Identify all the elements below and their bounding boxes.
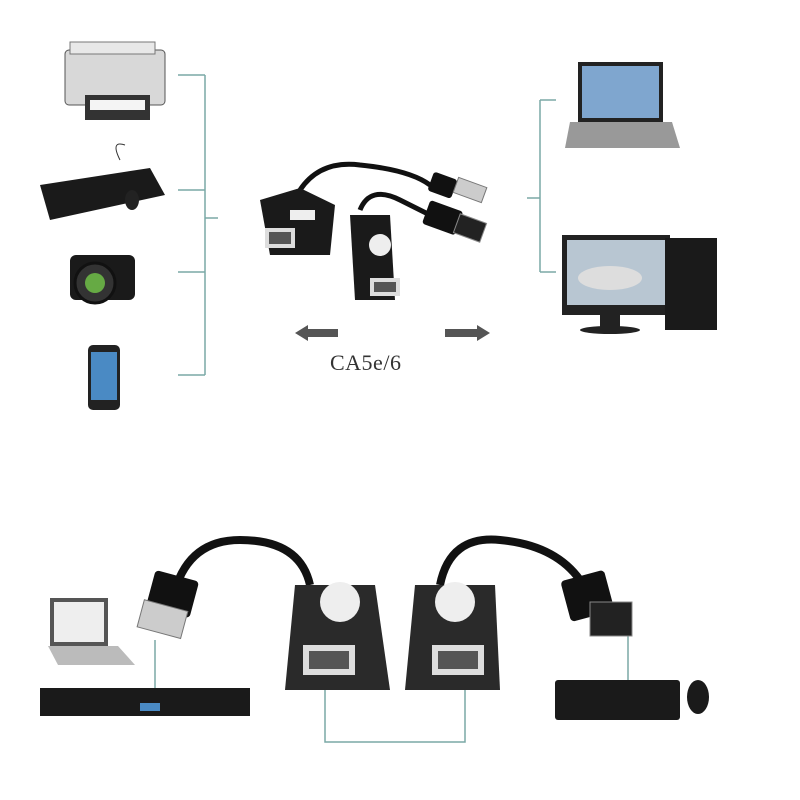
arrow-left-icon <box>295 325 338 341</box>
bottom-mouse-icon <box>687 680 709 714</box>
keyboard-mouse-icon <box>40 143 165 220</box>
left-connector-bracket <box>178 74 218 376</box>
smartphone-icon <box>88 345 120 410</box>
dvr-icon <box>40 688 250 716</box>
usb-extender-top-icon <box>260 161 488 300</box>
cable-type-label: CA5e/6 <box>330 350 402 375</box>
camera-icon <box>70 255 135 305</box>
laptop-icon <box>565 62 680 148</box>
right-connector-bracket <box>527 99 556 273</box>
arrow-right-icon <box>445 325 490 341</box>
desktop-pc-icon <box>562 235 717 334</box>
usb-extender-bottom-icon <box>136 535 633 690</box>
bottom-laptop-icon <box>48 598 135 665</box>
printer-icon <box>64 41 166 120</box>
bottom-keyboard-icon <box>555 680 680 720</box>
